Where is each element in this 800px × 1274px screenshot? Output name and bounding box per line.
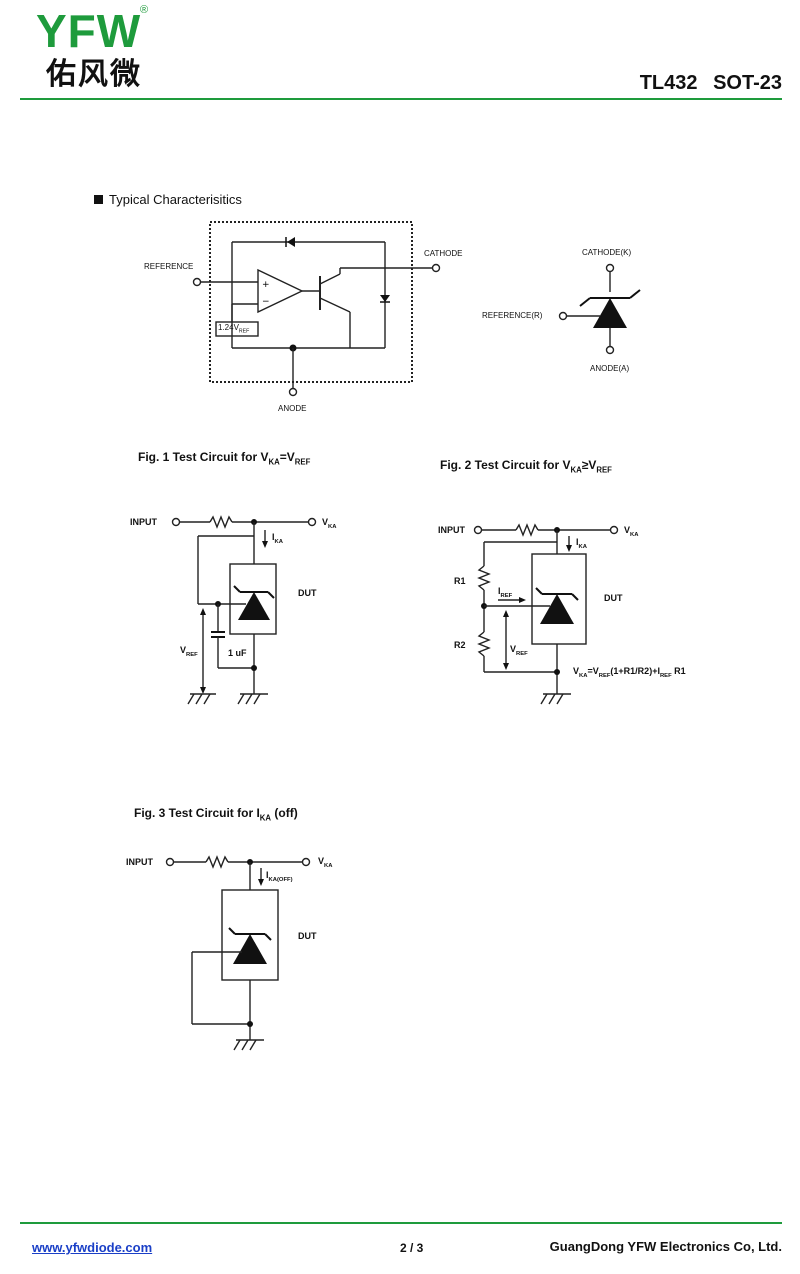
fig2-ika-label: IKA (576, 537, 587, 550)
bd-anode-label: ANODE (278, 404, 307, 413)
page-number: 2 / 3 (400, 1241, 424, 1255)
fig1-input-label: INPUT (130, 517, 157, 527)
fig1-caption: Fig. 1 Test Circuit for VKA=VREF (138, 450, 311, 467)
fig3-ika-off-label: IKA(OFF) (266, 870, 293, 883)
sym-cathode-label: CATHODE(K) (582, 248, 632, 257)
fig2-dut-label: DUT (604, 593, 623, 603)
fig1-vka-label: VKA (322, 517, 337, 530)
fig1-circuit (171, 515, 317, 705)
fig2-r1-label: R1 (454, 576, 466, 586)
part-title: TL432 SOT-23 (639, 72, 782, 94)
sym-anode-label: ANODE(A) (590, 364, 630, 373)
svg-text:+: + (262, 280, 270, 290)
block-diagram: + − (192, 221, 441, 397)
fig1-vref-label: VREF (180, 645, 198, 658)
fig2-formula: VKA=VREF(1+R1/R2)+IREF R1 (573, 666, 686, 679)
fig2-input-label: INPUT (438, 525, 465, 535)
bd-vref-box-label: 1.24VREF (218, 323, 250, 335)
sym-reference-label: REFERENCE(R) (482, 311, 543, 320)
bullet-square-icon (94, 195, 103, 204)
registered-mark: ® (140, 4, 149, 16)
section-title: Typical Characterisitics (94, 192, 242, 207)
opamp-triangle (257, 268, 304, 314)
fig3-dut-label: DUT (298, 931, 317, 941)
fig3-caption: Fig. 3 Test Circuit for IKA (off) (134, 806, 298, 823)
resistor-icon (209, 515, 233, 529)
tl432-symbol (558, 263, 641, 355)
fig2-iref-label: IREF (498, 586, 513, 599)
company-name: GuangDong YFW Electronics Co, Ltd. (549, 1239, 782, 1254)
fig3-vka-label: VKA (318, 856, 333, 869)
svg-text:−: − (262, 297, 270, 307)
bd-cathode-label: CATHODE (424, 249, 463, 258)
fig1-cap-label: 1 uF (228, 648, 247, 658)
fig2-r2-label: R2 (454, 640, 466, 650)
fig1-dut-label: DUT (298, 588, 317, 598)
footer-rule (20, 1222, 782, 1224)
fig2-vka-label: VKA (624, 525, 639, 538)
logo-latin: YFW (36, 5, 142, 57)
header-rule (20, 98, 782, 100)
logo-chinese: 佑风微 (46, 58, 142, 91)
website-link[interactable]: www.yfwdiode.com (32, 1240, 153, 1255)
bd-reference-label: REFERENCE (144, 262, 194, 271)
fig3-circuit (165, 855, 311, 1051)
fig2-vref-label: VREF (510, 644, 528, 657)
fig2-circuit (473, 523, 619, 705)
fig3-input-label: INPUT (126, 857, 153, 867)
fig1-ika-label: IKA (272, 532, 283, 545)
fig2-caption: Fig. 2 Test Circuit for VKA≥VREF (440, 458, 612, 475)
